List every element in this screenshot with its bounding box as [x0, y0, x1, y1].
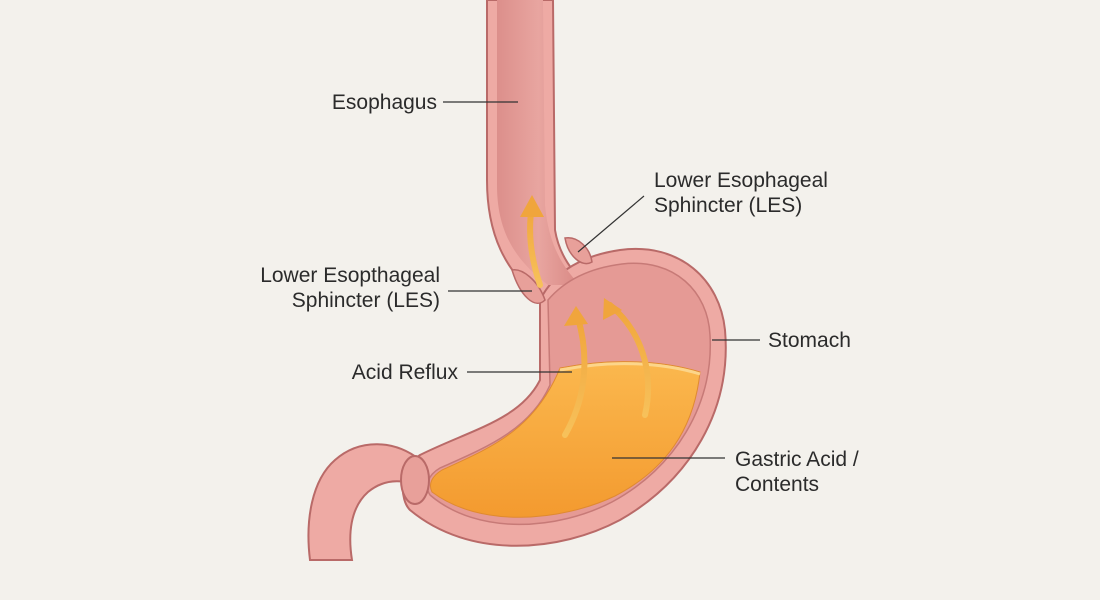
les-right-label: Lower Esophageal Sphincter (LES): [654, 168, 828, 218]
les-muscle-right: [564, 237, 593, 265]
acid-reflux-label: Acid Reflux: [310, 360, 458, 385]
les-left-label: Lower Esopthageal Sphincter (LES): [230, 263, 440, 313]
les-left-label-line1: Lower Esopthageal: [260, 264, 440, 287]
gastric-acid-label: Gastric Acid / Contents: [735, 447, 859, 497]
reflux-arrowheads: [520, 195, 622, 326]
acid-reflux-label-text: Acid Reflux: [351, 361, 458, 384]
les-left-label-line2: Sphincter (LES): [291, 289, 440, 312]
leader-lines: [443, 101, 760, 459]
reflux-arrow-3: [607, 302, 651, 418]
gastric-acid-label-line1: Gastric Acid /: [735, 448, 859, 471]
leader-les-right: [577, 195, 645, 253]
esophagus-label-text: Esophagus: [331, 91, 437, 114]
reflux-arrowhead-1: [520, 195, 544, 217]
pylorus: [400, 455, 430, 505]
gastric-acid-pool: [429, 361, 701, 518]
reflux-arrowhead-3: [603, 298, 622, 320]
esophagus-label: Esophagus: [300, 90, 437, 115]
esophagus-lumen: [497, 0, 580, 285]
acid-surface: [559, 362, 701, 376]
stomach-label: Stomach: [768, 328, 851, 353]
les-right-label-line1: Lower Esophageal: [654, 169, 828, 192]
les-muscle-left: [511, 269, 546, 304]
stomach-label-text: Stomach: [768, 329, 851, 352]
reflux-arrowhead-2: [564, 306, 588, 326]
reflux-arrow-2: [562, 315, 588, 438]
gastric-acid-label-line2: Contents: [735, 473, 820, 496]
les-right-label-line2: Sphincter (LES): [654, 194, 803, 217]
